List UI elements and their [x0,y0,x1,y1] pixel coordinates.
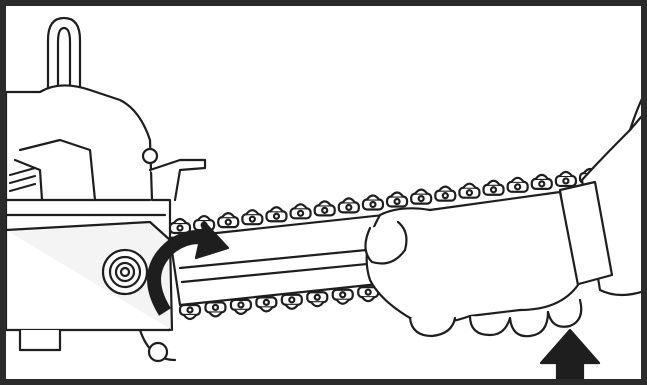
chain-link [204,301,227,318]
chain-link [434,185,457,202]
chain-link [280,293,303,310]
chain-link [229,298,253,315]
chain-link [410,188,433,205]
chain-link [361,194,385,211]
chain-link [313,200,336,217]
chain-link [554,170,577,188]
up-arrow-icon [539,328,601,379]
chain-link [178,303,202,321]
gloved-hand [364,98,641,338]
chain-link [530,173,553,190]
chain-link [241,209,264,226]
chain-link [385,191,409,208]
chain-link [506,176,529,193]
chain-link [331,288,354,305]
chain-link [357,286,380,303]
chain-link [337,197,360,214]
chain-link [265,206,288,223]
chain-link [289,203,312,220]
chain-link [482,179,505,196]
chainsaw-body [6,16,207,363]
chain-link [168,217,192,235]
curved-arrow-icon [147,220,230,316]
chain-link [458,182,481,199]
chain-link [217,212,240,229]
chain-link [255,296,278,313]
chain-link [306,291,329,308]
